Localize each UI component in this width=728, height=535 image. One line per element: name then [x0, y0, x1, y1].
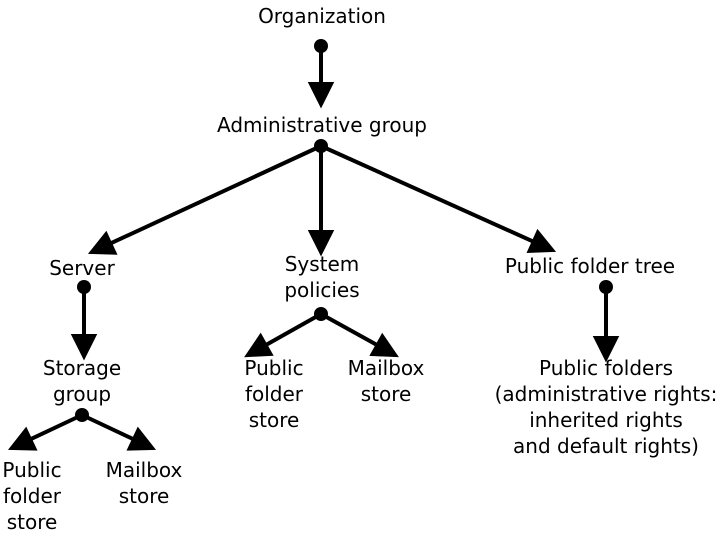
node-sg-public-folder-store-line-3: store [6, 510, 58, 534]
edge-system-policies-to-mailbox-store-line [320, 312, 379, 348]
edge-org-to-admin-arrowhead [307, 82, 335, 109]
node-sp-public-folder-store-line-1: Public [244, 356, 304, 380]
node-sg-mailbox-store-line-1: Mailbox [105, 458, 183, 482]
node-system-policies: System policies [284, 251, 359, 303]
node-sg-public-folder-store-line-2: folder [2, 484, 62, 508]
node-public-folders-line-1: Public folders [538, 356, 674, 380]
edge-storage-group-to-mailbox-store-arrowhead [126, 426, 157, 451]
node-sg-public-folder-store: Public folder store [2, 457, 61, 535]
node-sp-public-folder-store: Public folder store [244, 355, 303, 433]
node-server-label: Server [49, 256, 115, 280]
node-storage-group-line-1: Storage [42, 356, 122, 380]
node-sp-mailbox-store-line-2: store [360, 382, 412, 406]
edge-admin-to-server-line [109, 144, 322, 246]
edge-admin-to-public-folder-tree-arrowhead [526, 228, 557, 254]
edge-admin-to-system-policies-arrowhead [307, 230, 335, 257]
edge-server-to-storage-group-arrowhead [70, 334, 98, 361]
node-organization-label: Organization [258, 4, 386, 28]
edge-public-folder-tree-to-public-folders-arrowhead [592, 336, 620, 363]
node-sp-public-folder-store-line-2: folder [244, 382, 304, 406]
node-sg-mailbox-store-line-2: store [118, 484, 170, 508]
node-administrative-group-label: Administrative group [216, 113, 428, 137]
edge-system-policies-to-public-folder-store-arrowhead [244, 332, 274, 358]
node-sg-mailbox-store: Mailbox store [106, 457, 183, 509]
node-public-folders: Public folders (administrative rights: i… [495, 355, 718, 459]
edge-admin-to-server-arrowhead [87, 230, 118, 255]
edge-system-policies-to-public-folder-store-line [264, 312, 322, 347]
edge-storage-group-to-public-folder-store-arrowhead [7, 426, 38, 451]
edge-system-policies-to-mailbox-store-arrowhead [369, 332, 399, 358]
edge-storage-group-to-mailbox-store-line [81, 413, 135, 442]
node-public-folders-line-4: and default rights) [513, 434, 699, 458]
node-sp-public-folder-store-line-3: store [248, 408, 300, 432]
node-storage-group: Storage group [43, 355, 121, 407]
node-system-policies-line-2: policies [284, 278, 360, 302]
node-sg-public-folder-store-line-1: Public [2, 458, 62, 482]
node-sp-mailbox-store: Mailbox store [348, 355, 425, 407]
node-public-folders-line-2: (administrative rights: [494, 382, 718, 406]
node-system-policies-line-1: System [284, 252, 360, 276]
node-administrative-group: Administrative group [217, 112, 427, 138]
edge-storage-group-to-public-folder-store-line [29, 413, 83, 442]
node-public-folder-tree-label: Public folder tree [504, 254, 676, 278]
node-public-folder-tree: Public folder tree [505, 253, 675, 279]
node-server: Server [49, 255, 115, 281]
node-sp-mailbox-store-line-1: Mailbox [347, 356, 425, 380]
node-storage-group-line-2: group [52, 382, 112, 406]
node-public-folders-line-3: inherited rights [529, 408, 683, 432]
edge-admin-to-public-folder-tree-line [320, 144, 535, 244]
node-organization: Organization [258, 3, 386, 29]
